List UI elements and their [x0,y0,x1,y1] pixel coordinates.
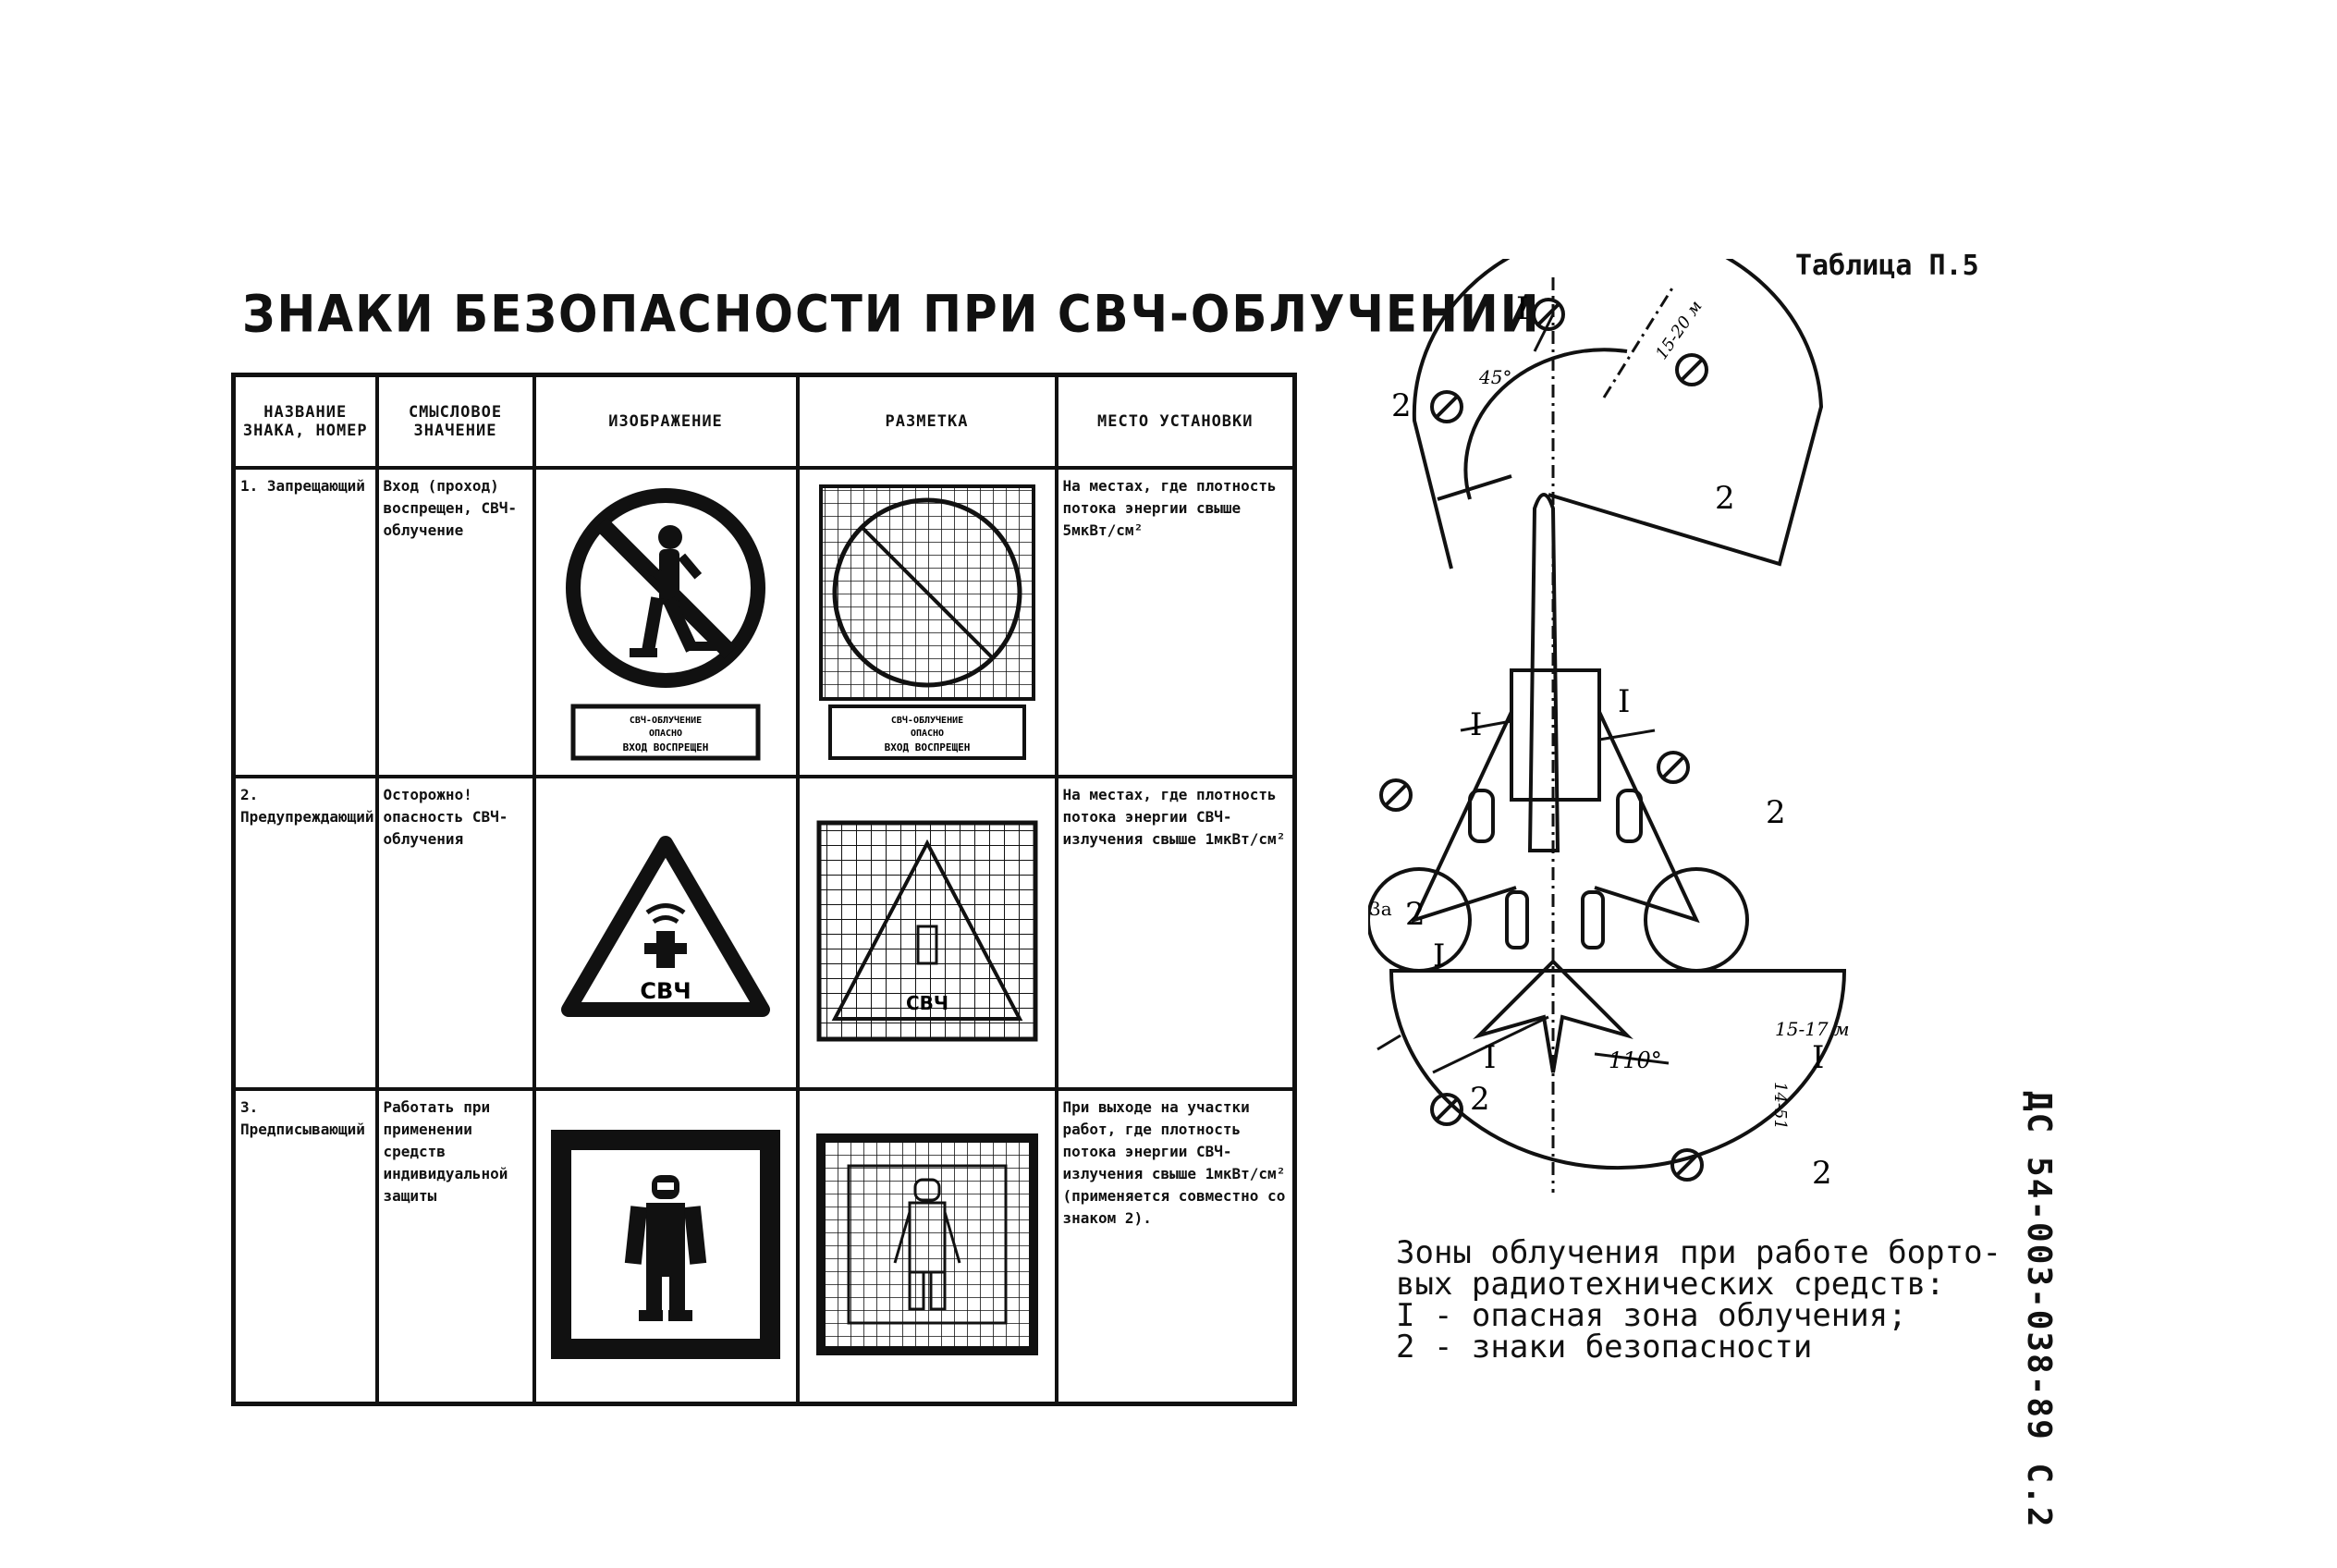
header-meaning: СМЫСЛОВОЕ ЗНАЧЕНИЕ [374,373,536,470]
sign-place: На местах, где плотность потока энергии … [1054,775,1297,1091]
zone-label: I [1516,290,1528,327]
svg-text:ОПАСНО: ОПАСНО [910,729,943,739]
sign-label: 2 [1715,480,1735,517]
sign-label: 2 [1766,794,1786,831]
caption-line: 2 - знаки безопасности [1396,1329,1813,1366]
protective-suit-icon [551,1129,780,1359]
distance-top-label: 15-20 м [1652,297,1707,362]
table-row: 1. Запрещающий Вход (проход) воспрещен, … [231,466,1297,778]
sign-place: При выходе на участки работ, где плотнос… [1054,1087,1297,1405]
angle-top-label: 45° [1478,366,1511,388]
sign-place: На местах, где плотность потока энергии … [1054,466,1297,778]
irradiation-zones-diagram: I I I I I I 2 2 2 2 2 2 45° 110° 15-20 м… [1368,259,1850,1193]
caption-line: I - опасная зона облучения; [1396,1297,1907,1334]
sign-label: 2 [1391,387,1412,424]
sign-label: 2 [1405,896,1425,933]
sign-label: 2 [1470,1081,1490,1118]
svg-text:ВХОД ВОСПРЕЩЕН: ВХОД ВОСПРЕЩЕН [623,741,709,753]
zone-label: I [1618,683,1630,720]
zone-label: I [1433,937,1445,974]
sign-name: 2. Предупреждающий [231,775,379,1091]
sign-markup-cell [795,1087,1058,1405]
angle-bottom-label: 110° [1609,1047,1662,1073]
header-markup: РАЗМЕТКА [795,373,1058,470]
safety-signs-table: НАЗВАНИЕ ЗНАКА, НОМЕР СМЫСЛОВОЕ ЗНАЧЕНИЕ… [231,373,1297,1406]
table-caption: Таблица П.5 [1795,250,1979,282]
sign-name: 1. Запрещающий [231,466,379,778]
distance-rear-label: 15-17 м [1775,1018,1850,1040]
sign-label: 2 [1812,1155,1832,1192]
table-header-row: НАЗВАНИЕ ЗНАКА, НОМЕР СМЫСЛОВОЕ ЗНАЧЕНИЕ… [231,373,1297,470]
sign-meaning: Вход (проход) воспрещен, СВЧ-облучение [374,466,536,778]
warning-markup-grid-icon: СВЧ [816,820,1037,1042]
svg-text:СВЧ-ОБЛУЧЕНИЕ: СВЧ-ОБЛУЧЕНИЕ [630,715,702,726]
distance-tail-label: 14-51 [1770,1082,1790,1130]
prohibition-sign-icon: СВЧ-ОБЛУЧЕНИЕ ОПАСНО ВХОД ВОСПРЕЩЕН [566,488,765,761]
sign-name: 3. Предписывающий [231,1087,379,1405]
svg-text:ОПАСНО: ОПАСНО [649,729,682,739]
protective-markup-grid-icon [815,1133,1038,1355]
warning-triangle-icon: СВЧ [561,836,770,1017]
sign-meaning: Работать при применении средств индивиду… [374,1087,536,1405]
svg-text:ВХОД ВОСПРЕЩЕН: ВХОД ВОСПРЕЩЕН [884,741,970,753]
document-code: ДС 54-003-038-89 С.2 [2020,1091,2058,1529]
caption-line: вых радиотехнических средств: [1396,1266,1945,1303]
header-image: ИЗОБРАЖЕНИЕ [532,373,800,470]
zone-label: I [1484,1039,1496,1076]
svg-text:СВЧ-ОБЛУЧЕНИЕ: СВЧ-ОБЛУЧЕНИЕ [890,715,962,726]
zone-label: I [1812,1039,1824,1076]
wing-label: 3а [1369,898,1392,920]
safety-sign-markers [1379,298,1708,1182]
prohibition-markup-grid-icon: СВЧ-ОБЛУЧЕНИЕ ОПАСНО ВХОД ВОСПРЕЩЕН [818,484,1035,760]
header-name: НАЗВАНИЕ ЗНАКА, НОМЕР [231,373,379,470]
sign-markup-cell: СВЧ-ОБЛУЧЕНИЕ ОПАСНО ВХОД ВОСПРЕЩЕН [795,466,1058,778]
sign-image-cell: СВЧ [532,775,800,1091]
caption-line: Зоны облучения при работе борто- [1396,1234,2002,1271]
zone-label: I [1470,706,1482,743]
sign-image-cell [532,1087,800,1405]
sign-markup-cell: СВЧ [795,775,1058,1091]
diagram-caption: Зоны облучения при работе борто- вых рад… [1396,1234,2002,1366]
warning-label: СВЧ [640,978,691,1004]
sign-image-cell: СВЧ-ОБЛУЧЕНИЕ ОПАСНО ВХОД ВОСПРЕЩЕН [532,466,800,778]
header-place: МЕСТО УСТАНОВКИ [1054,373,1297,470]
warning-markup-label: СВЧ [905,992,948,1014]
table-row: 3. Предписывающий Работать при применени… [231,1087,1297,1405]
page-title: ЗНАКИ БЕЗОПАСНОСТИ ПРИ СВЧ-ОБЛУЧЕНИИ [242,285,1541,344]
sign-meaning: Осторожно! опасность СВЧ-облучения [374,775,536,1091]
table-row: 2. Предупреждающий Осторожно! опасность … [231,775,1297,1091]
